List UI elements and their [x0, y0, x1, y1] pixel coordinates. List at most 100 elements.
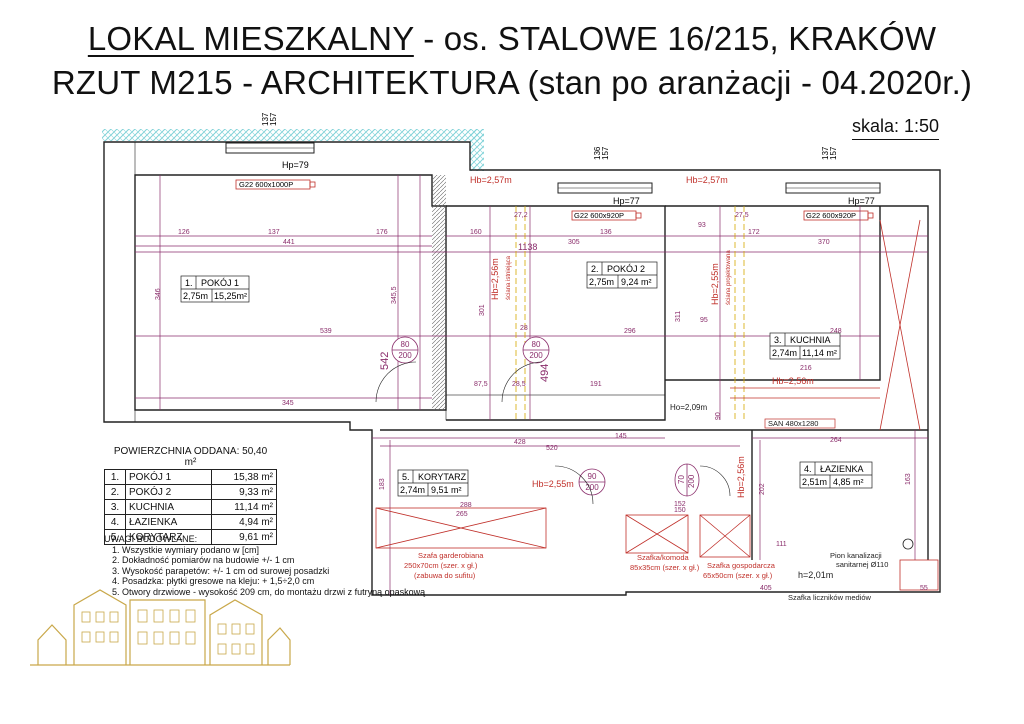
title-underlined-part: LOKAL MIESZKALNY — [87, 20, 414, 57]
svg-text:2,51m: 2,51m — [802, 477, 827, 487]
list-item: Wysokość parapetów: +/- 1 cm od surowej … — [122, 566, 425, 577]
radiator-3: G22 600x920P — [803, 210, 874, 221]
svg-text:428: 428 — [514, 439, 526, 446]
svg-text:176: 176 — [376, 229, 388, 236]
svg-text:27,5: 27,5 — [735, 212, 749, 219]
svg-text:90: 90 — [588, 472, 597, 481]
svg-text:9,51 m²: 9,51 m² — [431, 485, 462, 495]
svg-text:Hb=2,56m: Hb=2,56m — [736, 456, 746, 498]
svg-text:93: 93 — [698, 222, 706, 229]
kitchen-beam-lines — [730, 219, 939, 591]
svg-text:265: 265 — [456, 511, 468, 518]
svg-text:4.: 4. — [804, 464, 812, 474]
svg-text:370: 370 — [818, 239, 830, 246]
svg-text:5.: 5. — [402, 472, 410, 482]
svg-text:111: 111 — [776, 541, 787, 548]
pion-label: Pion kanalizacji — [830, 551, 882, 560]
svg-text:4,85 m²: 4,85 m² — [833, 477, 864, 487]
svg-text:3.: 3. — [774, 335, 782, 345]
wall-type-labels: ściana istniejąca ściana projektowana — [506, 250, 732, 305]
window-2-dim-top: 136 — [593, 146, 602, 160]
door-swings — [375, 361, 731, 505]
svg-text:2.: 2. — [591, 264, 599, 274]
svg-text:160: 160 — [470, 229, 482, 236]
svg-text:145: 145 — [615, 433, 627, 440]
svg-text:200: 200 — [687, 474, 696, 488]
svg-text:27,2: 27,2 — [514, 212, 528, 219]
svg-text:288: 288 — [460, 502, 472, 509]
room-label-korytarz: 5. KORYTARZ 2,74m 9,51 m² — [397, 469, 469, 497]
door-markers: 80 200 80 200 90 200 70 200 — [391, 336, 700, 497]
svg-text:87,5: 87,5 — [474, 381, 488, 388]
window-1: Hp=79 137 157 — [225, 112, 315, 170]
svg-text:494: 494 — [539, 364, 551, 382]
svg-text:KUCHNIA: KUCHNIA — [790, 335, 831, 345]
beam-height-labels: Hb=2,57m Hb=2,57m Hb=2,56m Hb=2,55m Hb=2… — [470, 175, 814, 498]
svg-text:Hb=2,55m: Hb=2,55m — [710, 263, 720, 305]
wall-section-2 — [445, 394, 666, 421]
door-2: 80 200 — [522, 336, 550, 364]
svg-text:172: 172 — [748, 229, 760, 236]
svg-text:152: 152 — [674, 501, 686, 508]
svg-text:200: 200 — [529, 351, 543, 360]
svg-text:191: 191 — [590, 381, 602, 388]
svg-text:346: 346 — [155, 288, 162, 300]
room-label-kuchnia: 3. KUCHNIA 2,74m 11,14 m² — [769, 332, 841, 360]
balcony-hatch-left — [102, 129, 484, 141]
svg-text:28: 28 — [520, 325, 528, 332]
svg-text:542: 542 — [379, 352, 391, 370]
window-1-dim-top: 137 — [261, 112, 270, 126]
svg-text:55: 55 — [920, 585, 928, 592]
window-3: Hp=77 137 157 — [785, 146, 881, 206]
svg-text:126: 126 — [178, 229, 190, 236]
svg-text:Hb=2,56m: Hb=2,56m — [490, 258, 500, 300]
svg-text:183: 183 — [379, 478, 386, 490]
svg-text:248: 248 — [830, 328, 842, 335]
area-table-header: POWIERZCHNIA ODDANA: 50,40 m² — [104, 445, 277, 470]
ho-label: Ho=2,09m — [670, 403, 707, 412]
list-item: Otwory drzwiowe - wysokość 209 cm, do mo… — [122, 587, 425, 598]
balcony-hatch-right — [470, 129, 484, 171]
svg-text:301: 301 — [479, 304, 486, 316]
window-3-dim-bottom: 157 — [829, 146, 838, 160]
list-item: Dokładność pomiarów na budowie +/- 1 cm — [122, 555, 425, 566]
radiator-1: G22 600x1000P — [235, 179, 316, 190]
garderoba-label: Szafa garderobiana — [418, 551, 484, 560]
dimension-numbers: 126 137 176 160 136 93 172 370 441 1138 … — [155, 212, 928, 592]
svg-text:90: 90 — [715, 412, 722, 420]
room-label-lazienka: 4. ŁAZIENKA 2,51m 4,85 m² — [799, 461, 873, 489]
svg-text:11,14 m²: 11,14 m² — [802, 348, 837, 358]
drawing-title-line1: LOKAL MIESZKALNY - os. STALOWE 16/215, K… — [0, 20, 1024, 58]
svg-text:345,5: 345,5 — [391, 286, 398, 304]
svg-text:Hb=2,55m: Hb=2,55m — [532, 479, 574, 489]
door-1: 80 200 — [391, 336, 419, 364]
room-labels: 1. POKÓJ 1 2,75m 15,25m² 2. POKÓJ 2 2,75… — [180, 261, 873, 497]
svg-text:264: 264 — [830, 437, 842, 444]
svg-text:ŁAZIENKA: ŁAZIENKA — [820, 464, 864, 474]
radiator-3-label: G22 600x920P — [806, 211, 856, 220]
window-2-dim-bottom: 157 — [601, 146, 610, 160]
beam-lines — [515, 206, 745, 420]
window-1-dim-bottom: 157 — [269, 112, 278, 126]
svg-text:70: 70 — [677, 475, 686, 484]
svg-text:ściana istniejąca: ściana istniejąca — [506, 255, 512, 300]
building-logo — [30, 589, 291, 666]
radiator-1-label: G22 600x1000P — [239, 180, 293, 189]
svg-text:136: 136 — [600, 229, 612, 236]
notes-title: UWAGI BUDOWLANE: — [104, 534, 198, 544]
drawing-title-line2: RZUT M215 - ARCHITEKTURA (stan po aranża… — [51, 64, 973, 101]
svg-text:POKÓJ 2: POKÓJ 2 — [607, 264, 645, 274]
svg-text:202: 202 — [759, 483, 766, 495]
svg-text:ściana projektowana: ściana projektowana — [726, 250, 732, 305]
svg-text:216: 216 — [800, 365, 812, 372]
san-label: SAN 480x1280 — [768, 419, 818, 428]
svg-text:520: 520 — [546, 445, 558, 452]
cabinet-gospodarcza — [699, 514, 751, 558]
left-wall-body — [103, 141, 136, 423]
pion-label-2: sanitarnej Ø110 — [836, 560, 888, 569]
